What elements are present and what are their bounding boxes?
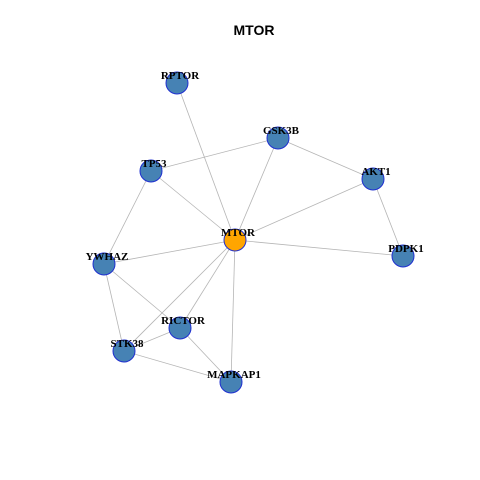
edge-ywhaz-stk38 [103, 263, 125, 352]
edge-tp53-ywhaz [103, 170, 152, 265]
edge-mtor-rptor [176, 82, 236, 241]
node-rictor[interactable] [168, 316, 192, 340]
edge-akt1-pdpk1 [372, 178, 404, 257]
node-pdpk1[interactable] [391, 244, 415, 268]
node-label-stk38: STK38 [110, 338, 144, 350]
edge-tp53-gsk3b [150, 137, 279, 172]
node-label-akt1: AKT1 [361, 166, 390, 178]
edge-rictor-mapkap1 [179, 327, 232, 383]
edge-gsk3b-akt1 [277, 137, 374, 180]
node-stk38[interactable] [112, 339, 136, 363]
node-label-mapkap1: MAPKAP1 [207, 369, 261, 381]
node-rptor[interactable] [165, 71, 189, 95]
node-ywhaz[interactable] [92, 252, 116, 276]
node-label-rictor: RICTOR [161, 315, 206, 327]
edge-stk38-mapkap1 [123, 350, 232, 383]
edge-mtor-ywhaz [103, 239, 236, 265]
edge-mtor-akt1 [234, 178, 374, 241]
node-label-gsk3b: GSK3B [263, 125, 300, 137]
node-akt1[interactable] [361, 167, 385, 191]
edge-mtor-rictor [179, 239, 236, 329]
node-gsk3b[interactable] [266, 126, 290, 150]
edge-mtor-gsk3b [234, 137, 279, 241]
edge-mtor-tp53 [150, 170, 236, 241]
edge-mtor-pdpk1 [234, 239, 404, 257]
node-mtor[interactable] [223, 228, 247, 252]
edge-mtor-stk38 [123, 239, 236, 352]
node-tp53[interactable] [139, 159, 163, 183]
node-layer [92, 71, 415, 394]
edge-mtor-mapkap1 [230, 239, 236, 383]
node-label-mtor: MTOR [221, 227, 256, 239]
node-label-rptor: RPTOR [161, 70, 200, 82]
node-mapkap1[interactable] [219, 370, 243, 394]
node-label-tp53: TP53 [141, 158, 167, 170]
edge-layer [103, 82, 404, 383]
node-label-pdpk1: PDPK1 [388, 243, 423, 255]
graph-title: MTOR [234, 22, 275, 38]
edge-ywhaz-rictor [103, 263, 181, 329]
node-label-ywhaz: YWHAZ [86, 251, 129, 263]
